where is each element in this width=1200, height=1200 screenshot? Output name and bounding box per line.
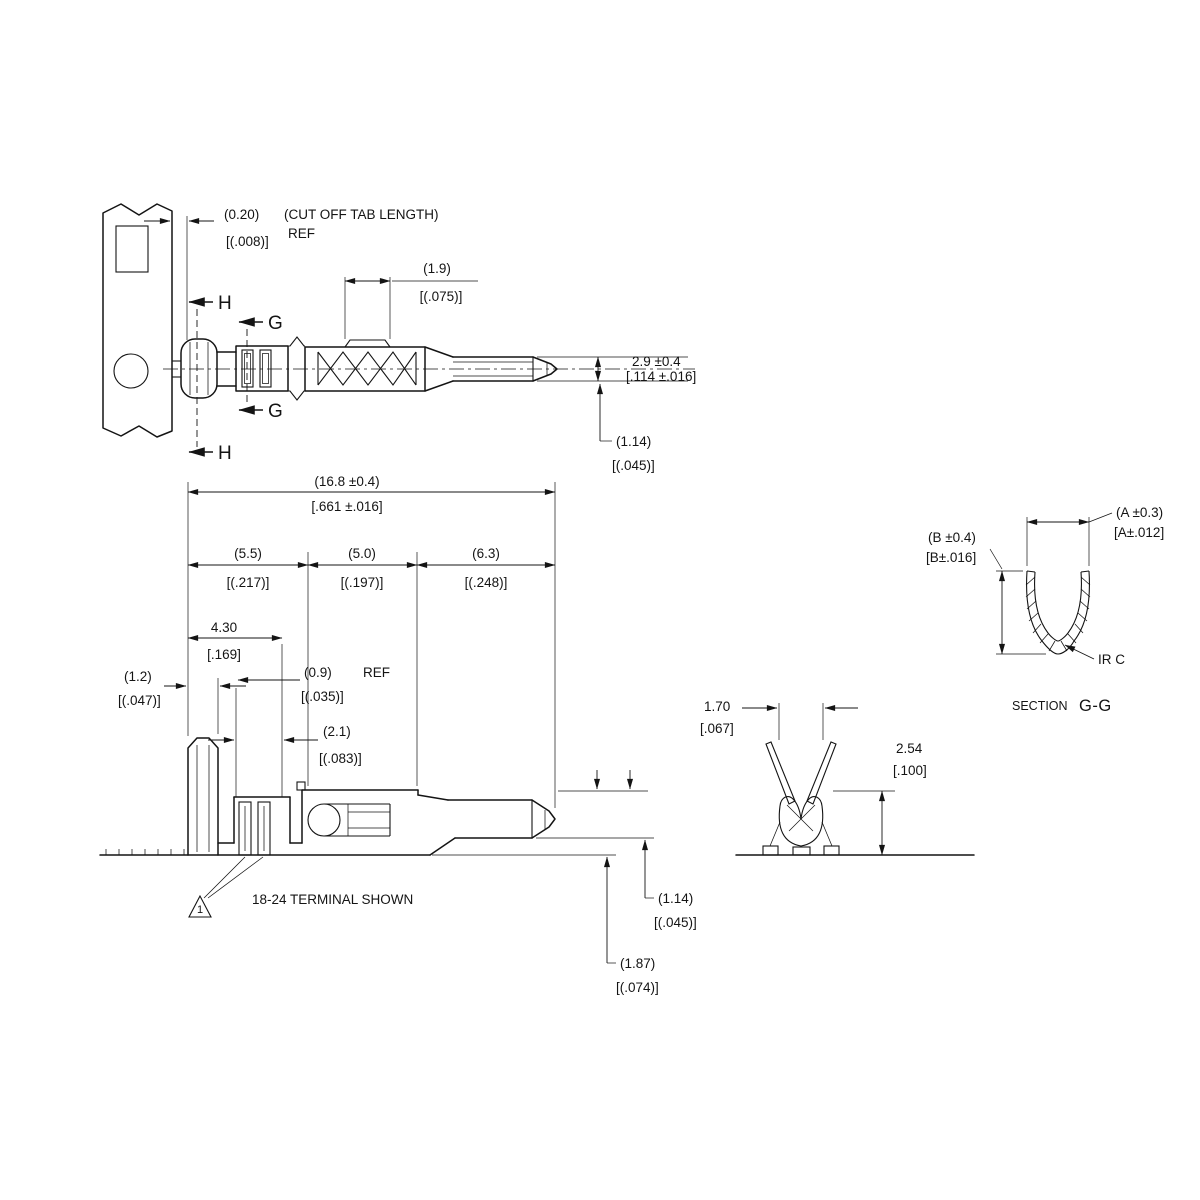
- dim-pin-top-mm: (1.87): [620, 956, 655, 971]
- dim-a-mm: (A ±0.3): [1116, 505, 1163, 520]
- dim-cutoff-mm: (0.20): [224, 207, 259, 222]
- pin-tip-side: [531, 799, 556, 839]
- dim-seg3-mm: (6.3): [472, 546, 500, 561]
- top-spike: [288, 336, 305, 347]
- side-profile: [99, 737, 616, 856]
- dim-a-in: [A±.012]: [1114, 525, 1164, 540]
- crimp-u-outer: [1026, 570, 1090, 655]
- right-wing: [806, 741, 837, 805]
- front-view: 1.70 [.067] 2.54 [.100]: [700, 699, 975, 856]
- carrier-strip: [102, 203, 173, 438]
- dim-lance-mm: (1.9): [423, 261, 451, 276]
- dim-height-mm: 2.9 ±0.4: [632, 354, 681, 369]
- dim-b-in: [B±.016]: [926, 550, 976, 565]
- dim-wall-mm: (0.9): [304, 665, 332, 680]
- dim-seg2-in: [(.197)]: [341, 575, 384, 590]
- dim-pin-offset-mm: (1.14): [616, 434, 651, 449]
- dim-tab-in: [(.047)]: [118, 693, 161, 708]
- bottom-spike: [288, 390, 305, 401]
- cutoff-tab-profile: [187, 737, 219, 856]
- section-label-h-top: H: [218, 293, 232, 314]
- strip-pilot-slot: [115, 225, 149, 273]
- strip-pilot-hole: [113, 353, 149, 389]
- dim-wing-mm: (2.1): [323, 724, 351, 739]
- dim-seg2-mm: (5.0): [348, 546, 376, 561]
- dim-wing-in: [(.083)]: [319, 751, 362, 766]
- left-wing: [765, 741, 796, 805]
- note-flag-triangle: [188, 894, 212, 918]
- dim-pin-bottom-mm: (1.14): [658, 891, 693, 906]
- front-profile: [735, 741, 975, 856]
- dim-crimp-in: [.169]: [207, 647, 241, 662]
- dim-lance-in: [(.075)]: [420, 289, 463, 304]
- dim-pin-offset-in: [(.045)]: [612, 458, 655, 473]
- dim-front-height-mm: 2.54: [896, 741, 923, 756]
- crimp-section-profile: [1025, 570, 1091, 655]
- section-gg-view: (A ±0.3) [A±.012] (B ±0.4) [B±.016] IR C…: [926, 505, 1164, 715]
- section-gg-dimensions: (A ±0.3) [A±.012] (B ±0.4) [B±.016] IR C: [926, 505, 1164, 667]
- top-view: H G G H (0.20) (CUT OFF TAB LENGTH) [(.0…: [102, 203, 696, 473]
- dim-cutoff-note: (CUT OFF TAB LENGTH): [284, 207, 439, 222]
- contact-spring-side: [307, 803, 341, 837]
- section-caption-id: G-G: [1079, 697, 1112, 715]
- dim-overall-mm: (16.8 ±0.4): [314, 474, 379, 489]
- side-view-dimensions: (16.8 ±0.4) [.661 ±.016] (5.5) [(.217)] …: [118, 474, 697, 995]
- crimp-flap-right: [800, 796, 823, 820]
- section-caption-word: SECTION: [1012, 699, 1068, 713]
- crimp-outer: [778, 805, 824, 847]
- dim-seg1-in: [(.217)]: [227, 575, 270, 590]
- hatching: [1025, 576, 1091, 652]
- crimp-wing-2: [257, 801, 271, 856]
- center-foot: [792, 846, 811, 856]
- dim-cutoff-in: [(.008)]: [226, 234, 269, 249]
- side-view: (16.8 ±0.4) [.661 ±.016] (5.5) [(.217)] …: [99, 474, 697, 995]
- note-flag-number: 1: [197, 904, 203, 916]
- front-view-dimensions: 1.70 [.067] 2.54 [.100]: [700, 699, 927, 856]
- dim-crimp-mm: 4.30: [211, 620, 237, 635]
- dim-wall-ref: REF: [363, 665, 390, 680]
- terminal-top-profile: [163, 336, 695, 401]
- locking-lance: [344, 339, 391, 348]
- dim-overall-in: [.661 ±.016]: [311, 499, 382, 514]
- terminal-note-text: 18-24 TERMINAL SHOWN: [252, 892, 413, 907]
- section-indicators: H G G H: [188, 293, 283, 464]
- left-foot: [762, 845, 779, 856]
- section-label-h-bottom: H: [218, 443, 232, 464]
- dim-pin-bottom-in: [(.045)]: [654, 915, 697, 930]
- dim-cutoff-ref: REF: [288, 226, 315, 241]
- section-label-g-bottom: G: [268, 401, 283, 422]
- crimp-barrel: [235, 345, 289, 392]
- dim-gap-in: [.067]: [700, 721, 734, 736]
- section-label-g-top: G: [268, 313, 283, 334]
- right-foot: [823, 845, 840, 856]
- section-gg-caption: SECTION G-G: [1012, 697, 1112, 715]
- crimp-wing-1: [238, 801, 252, 856]
- retention-bulb: [180, 338, 218, 399]
- dim-seg1-mm: (5.5): [234, 546, 262, 561]
- crimp-flap-left: [779, 796, 802, 820]
- dim-seg3-in: [(.248)]: [465, 575, 508, 590]
- dim-gap-mm: 1.70: [704, 699, 730, 714]
- dim-b-mm: (B ±0.4): [928, 530, 976, 545]
- lance-tab-side: [296, 781, 306, 791]
- dim-wall-in: [(.035)]: [301, 689, 344, 704]
- ir-c-label: IR C: [1098, 652, 1125, 667]
- crimp-u-inner: [1034, 571, 1082, 642]
- terminal-note: 1 18-24 TERMINAL SHOWN: [188, 856, 413, 918]
- dim-front-height-in: [.100]: [893, 763, 927, 778]
- dim-tab-mm: (1.2): [124, 669, 152, 684]
- top-view-dimensions: (0.20) (CUT OFF TAB LENGTH) [(.008)] REF…: [144, 207, 696, 473]
- dim-height-in: [.114 ±.016]: [626, 369, 696, 384]
- dim-pin-top-in: [(.074)]: [616, 980, 659, 995]
